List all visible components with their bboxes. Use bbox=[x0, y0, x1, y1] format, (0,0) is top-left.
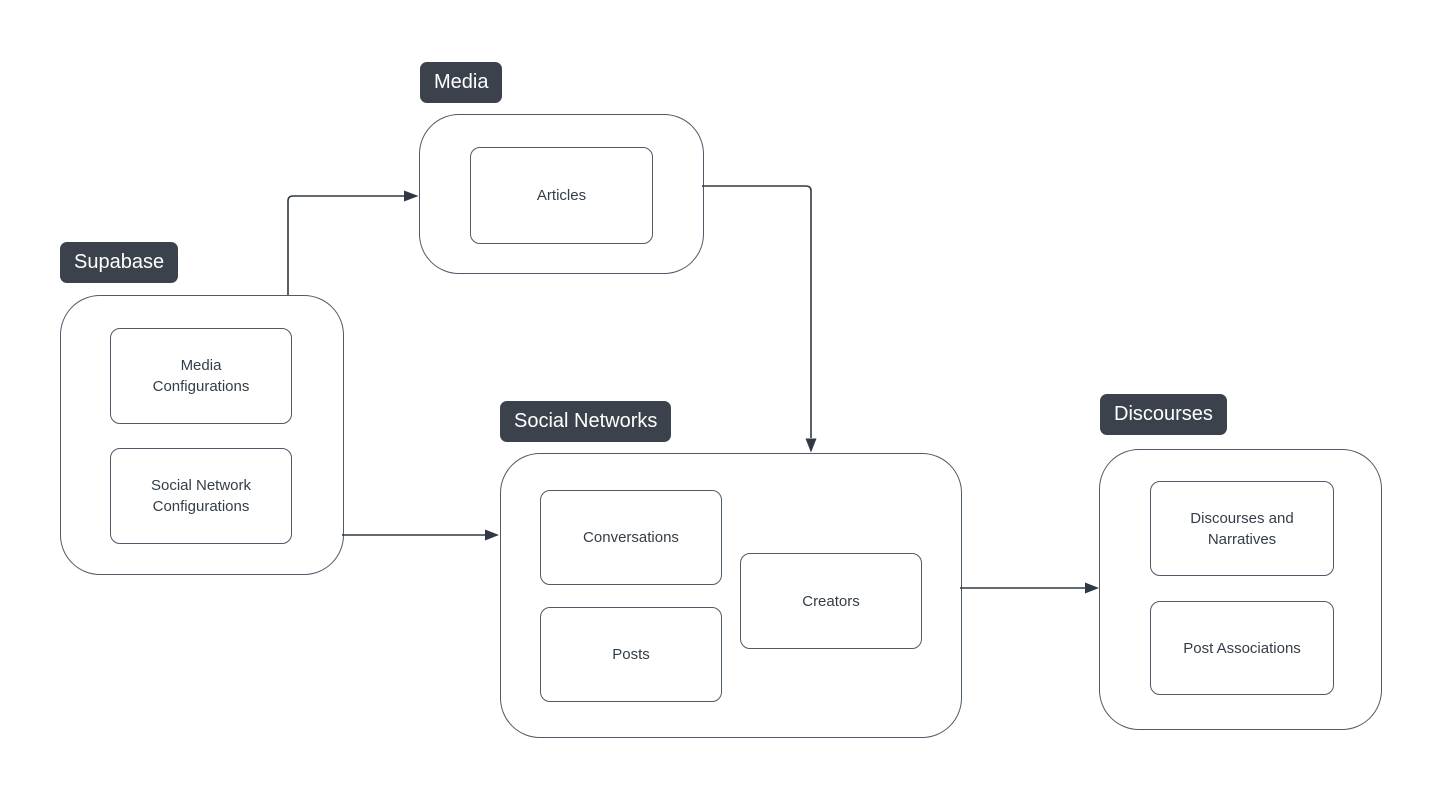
node-media-configurations[interactable]: Media Configurations bbox=[110, 328, 292, 424]
node-posts[interactable]: Posts bbox=[540, 607, 722, 702]
group-badge-social-networks[interactable]: Social Networks bbox=[500, 401, 672, 442]
group-badge-discourses[interactable]: Discourses bbox=[1100, 394, 1227, 435]
node-social-network-configurations[interactable]: Social Network Configurations bbox=[110, 448, 292, 544]
node-post-associations[interactable]: Post Associations bbox=[1150, 601, 1334, 695]
node-conversations[interactable]: Conversations bbox=[540, 490, 722, 585]
group-badge-supabase[interactable]: Supabase bbox=[60, 242, 179, 283]
node-creators[interactable]: Creators bbox=[740, 553, 922, 649]
edge-social-networks-to-discourses[interactable] bbox=[960, 582, 1099, 594]
group-badge-media[interactable]: Media bbox=[420, 62, 503, 103]
edge-media-to-social-networks[interactable] bbox=[702, 185, 817, 453]
edge-supabase-to-media[interactable] bbox=[287, 190, 419, 296]
node-discourses-and-narratives[interactable]: Discourses and Narratives bbox=[1150, 481, 1334, 576]
edge-supabase-to-social-networks[interactable] bbox=[342, 529, 499, 541]
node-articles[interactable]: Articles bbox=[470, 147, 653, 244]
